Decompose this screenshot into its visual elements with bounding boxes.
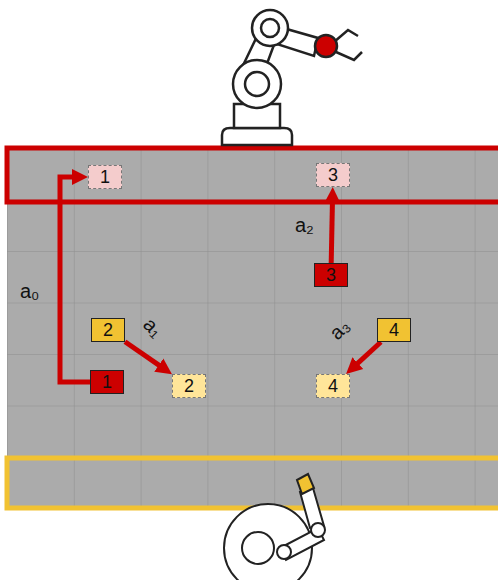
- red-object: 3: [314, 263, 348, 287]
- object-number: 1: [100, 168, 110, 186]
- yellow-object: 4: [377, 318, 411, 342]
- move-arrow: [125, 342, 162, 368]
- red-object: 1: [90, 370, 124, 394]
- target-slot: 2: [172, 374, 206, 398]
- object-number: 2: [184, 377, 194, 395]
- object-number: 4: [389, 321, 399, 339]
- move-arrow: [331, 199, 332, 263]
- object-number: 1: [102, 373, 112, 391]
- action-label: a₀: [20, 280, 39, 303]
- action-label: a₂: [295, 214, 314, 237]
- yellow-object: 2: [91, 318, 125, 342]
- object-number: 3: [328, 166, 338, 184]
- object-number: 2: [103, 321, 113, 339]
- target-slot: 1: [88, 165, 122, 189]
- object-number: 4: [328, 377, 338, 395]
- mobile-robot: [224, 474, 325, 580]
- robot-arm: [222, 10, 362, 145]
- move-arrow: [355, 342, 381, 366]
- object-number: 3: [326, 266, 336, 284]
- target-slot: 3: [316, 163, 350, 187]
- yellow-zone: [7, 458, 498, 508]
- target-slot: 4: [316, 374, 350, 398]
- move-arrow: [60, 177, 90, 382]
- red-zone: [7, 148, 498, 202]
